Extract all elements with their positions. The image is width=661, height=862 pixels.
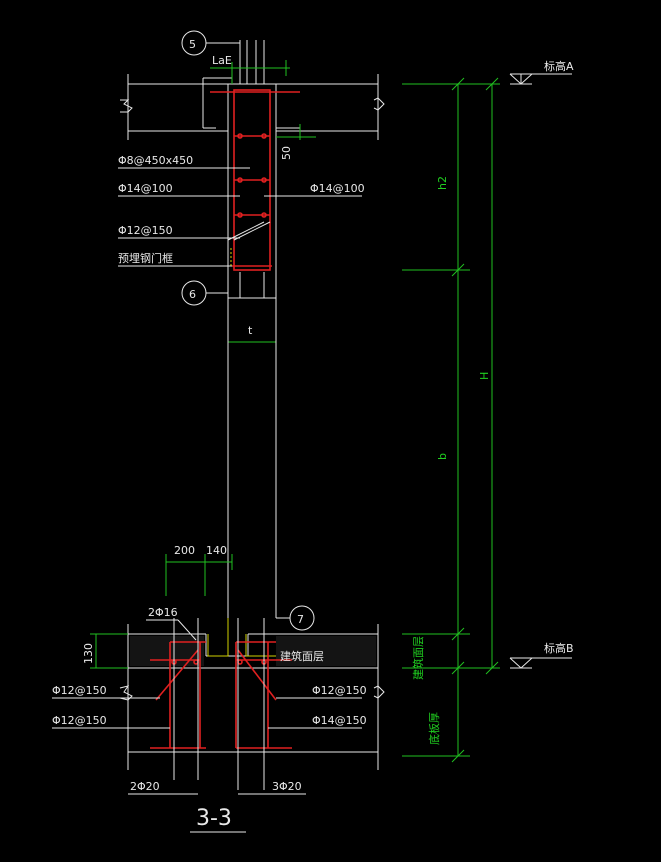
waterstop xyxy=(207,618,276,657)
base-thickness-label: 底板厚 xyxy=(427,712,441,745)
dim-140: 140 xyxy=(206,544,227,557)
bar14-left-label: Φ14@100 xyxy=(118,182,173,195)
t-label: t xyxy=(248,324,253,337)
callout-7: 7 xyxy=(276,605,315,631)
dim-130: 130 xyxy=(82,633,128,669)
three-phi20-label: 3Φ20 xyxy=(272,780,302,793)
section-title-text: 3-3 xyxy=(196,806,232,831)
lae-dimension: LaE xyxy=(210,54,290,84)
lae-label: LaE xyxy=(212,54,232,67)
h2-label: h2 xyxy=(436,176,449,190)
bottom-slab xyxy=(119,624,385,770)
top-slab xyxy=(120,74,385,140)
bar12-top-label: Φ12@150 xyxy=(118,224,173,237)
bar12-right1-label: Φ12@150 xyxy=(312,684,367,697)
b-label: b xyxy=(436,453,449,460)
dim-200-140: 200 140 xyxy=(165,544,233,596)
bar14-bottom-right-label: Φ14@150 xyxy=(312,714,367,727)
floor-layer-label: 建筑面层 xyxy=(280,649,324,663)
elevation-a: 标高A xyxy=(509,59,574,85)
bar12-left1-label: Φ12@150 xyxy=(52,684,107,697)
two-phi20-label: 2Φ20 xyxy=(130,780,160,793)
t-dimension: t xyxy=(227,298,277,346)
bar12-left2-label: Φ12@150 xyxy=(52,714,107,727)
wall xyxy=(227,298,277,618)
top-rebar xyxy=(202,77,300,271)
two-phi16-label: 2Φ16 xyxy=(148,606,178,619)
bottom-rebar xyxy=(150,618,292,790)
bottom-rebar-labels: 2Φ16 建筑面层 Φ12@150 Φ12@150 Φ12@150 Φ14@15… xyxy=(52,606,367,795)
floor-layer-vertical-label: 建筑面层 xyxy=(411,636,425,680)
callout-5: 5 xyxy=(181,30,240,56)
column-top xyxy=(227,40,277,299)
elevation-a-label: 标高A xyxy=(544,59,574,73)
callout-5-text: 5 xyxy=(189,38,196,51)
callout-6: 6 xyxy=(181,280,228,306)
gap-50-label: 50 xyxy=(280,146,293,160)
callout-7-text: 7 xyxy=(297,613,304,626)
right-dimensions: h2 b H 建筑面层 底板厚 xyxy=(402,77,500,763)
bar14-right-label: Φ14@100 xyxy=(310,182,365,195)
elevation-b: 标高B xyxy=(509,641,574,669)
embedded-frame-label: 预埋钢门框 xyxy=(118,251,173,265)
dim-200: 200 xyxy=(174,544,195,557)
gap-50-dimension: 50 xyxy=(276,124,316,160)
dim-130-label: 130 xyxy=(82,643,95,664)
top-rebar-labels: Φ8@450x450 Φ14@100 Φ14@100 Φ12@150 预埋钢门框 xyxy=(118,154,365,267)
section-title: 3-3 xyxy=(190,806,246,833)
elevation-b-label: 标高B xyxy=(544,641,574,655)
callout-6-text: 6 xyxy=(189,288,196,301)
stirrup-label: Φ8@450x450 xyxy=(118,154,193,167)
H-label: H xyxy=(478,372,491,380)
